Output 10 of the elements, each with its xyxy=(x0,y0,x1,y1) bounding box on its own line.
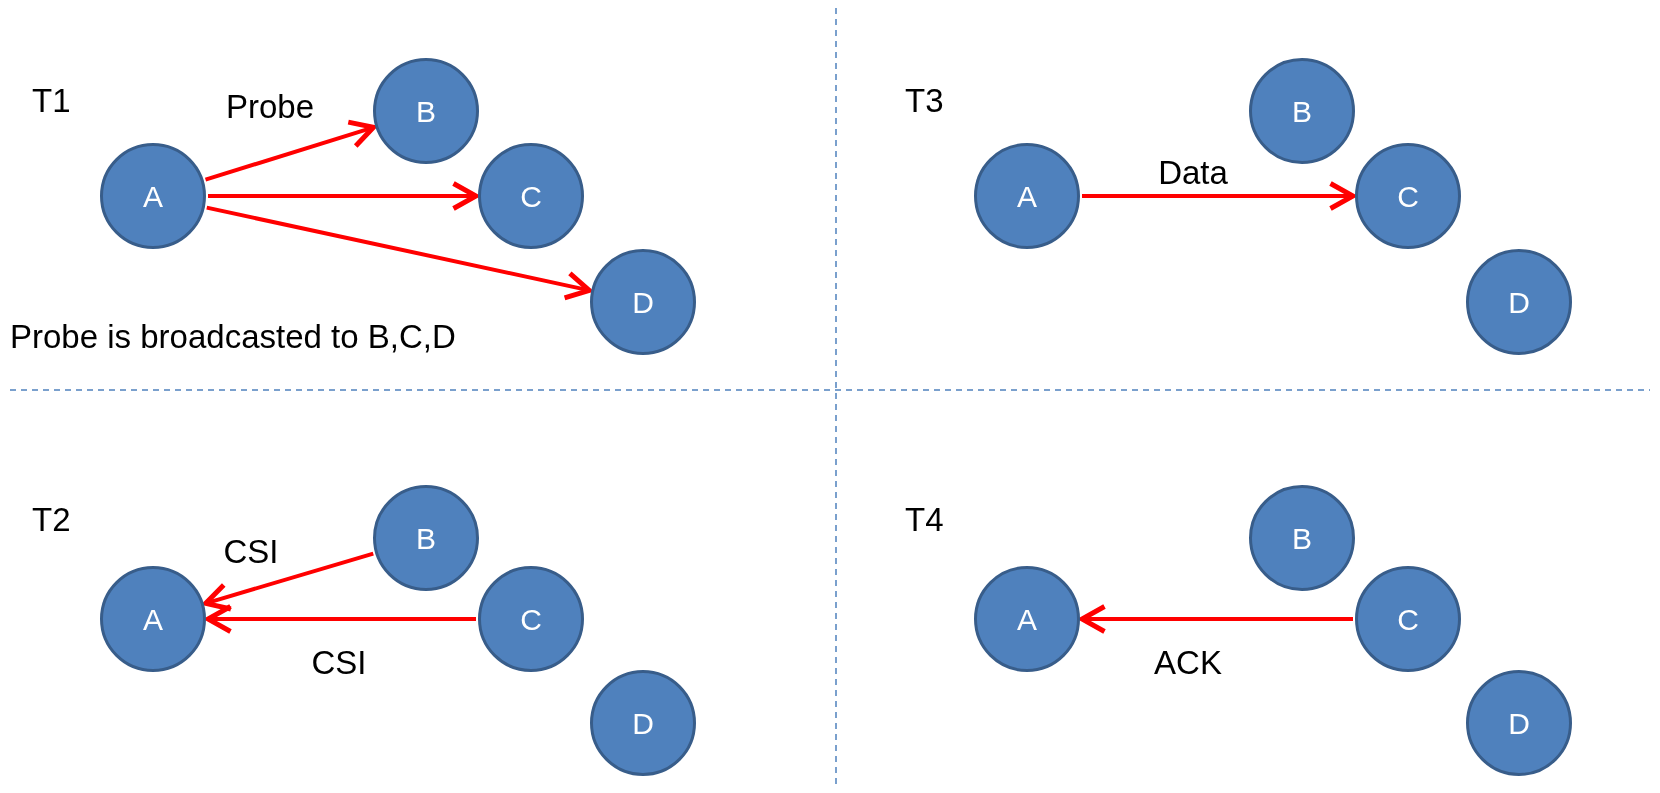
step-label: T3 xyxy=(905,84,944,117)
step-label: T1 xyxy=(32,84,71,117)
arrow xyxy=(206,205,592,301)
step-label: T4 xyxy=(905,503,944,536)
step-label: T2 xyxy=(32,503,71,536)
arrow xyxy=(1082,181,1356,211)
arrow xyxy=(205,604,476,634)
caption-text: Probe is broadcasted to B,C,D xyxy=(10,320,456,353)
arrow xyxy=(1079,604,1353,634)
arrow xyxy=(208,181,479,211)
